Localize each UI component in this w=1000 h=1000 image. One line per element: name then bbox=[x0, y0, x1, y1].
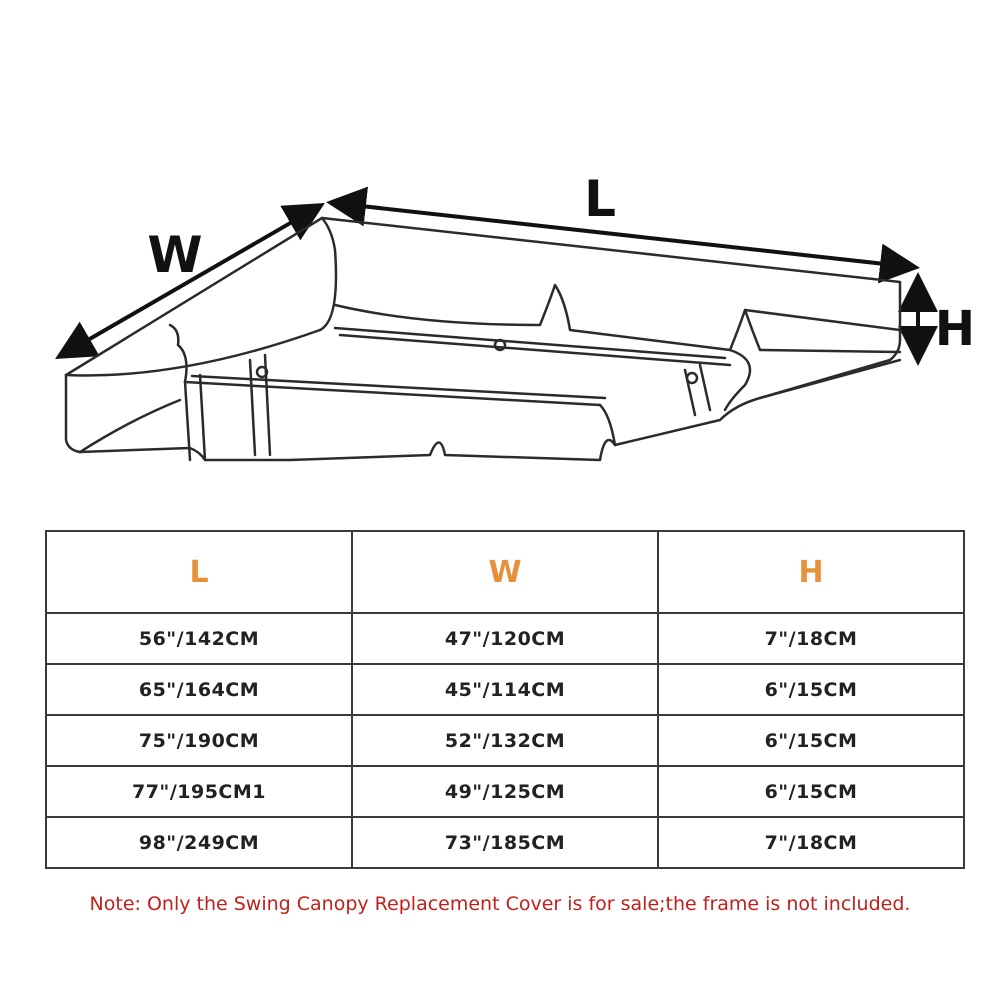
table-row: 65"/164CM 45"/114CM 6"/15CM bbox=[45, 663, 965, 716]
cell-length: 75"/190CM bbox=[45, 714, 353, 767]
canopy-diagram: L W H bbox=[55, 170, 975, 462]
cell-length: 65"/164CM bbox=[45, 663, 353, 716]
table-row: 77"/195CM1 49"/125CM 6"/15CM bbox=[45, 765, 965, 818]
header-height: H bbox=[657, 530, 965, 614]
length-label: L bbox=[584, 170, 616, 228]
table-header-row: L W H bbox=[45, 530, 965, 614]
cell-length: 77"/195CM1 bbox=[45, 765, 353, 818]
disclaimer-note: Note: Only the Swing Canopy Replacement … bbox=[89, 893, 911, 915]
cell-height: 6"/15CM bbox=[657, 765, 965, 818]
cell-width: 49"/125CM bbox=[351, 765, 659, 818]
cell-height: 7"/18CM bbox=[657, 816, 965, 869]
cell-height: 6"/15CM bbox=[657, 714, 965, 767]
header-width: W bbox=[351, 530, 659, 614]
size-table: L W H 56"/142CM 47"/120CM 7"/18CM 65"/16… bbox=[45, 530, 965, 869]
length-arrow bbox=[326, 186, 920, 284]
cell-width: 45"/114CM bbox=[351, 663, 659, 716]
cell-height: 6"/15CM bbox=[657, 663, 965, 716]
table-row: 56"/142CM 47"/120CM 7"/18CM bbox=[45, 612, 965, 665]
cell-width: 47"/120CM bbox=[351, 612, 659, 665]
table-row: 98"/249CM 73"/185CM 7"/18CM bbox=[45, 816, 965, 869]
width-label: W bbox=[147, 226, 202, 284]
table-row: 75"/190CM 52"/132CM 6"/15CM bbox=[45, 714, 965, 767]
height-label: H bbox=[935, 301, 975, 357]
cell-width: 73"/185CM bbox=[351, 816, 659, 869]
cell-height: 7"/18CM bbox=[657, 612, 965, 665]
cell-length: 56"/142CM bbox=[45, 612, 353, 665]
cell-length: 98"/249CM bbox=[45, 816, 353, 869]
cell-width: 52"/132CM bbox=[351, 714, 659, 767]
header-length: L bbox=[45, 530, 353, 614]
width-arrow bbox=[55, 202, 325, 360]
canopy-outline bbox=[64, 216, 902, 462]
